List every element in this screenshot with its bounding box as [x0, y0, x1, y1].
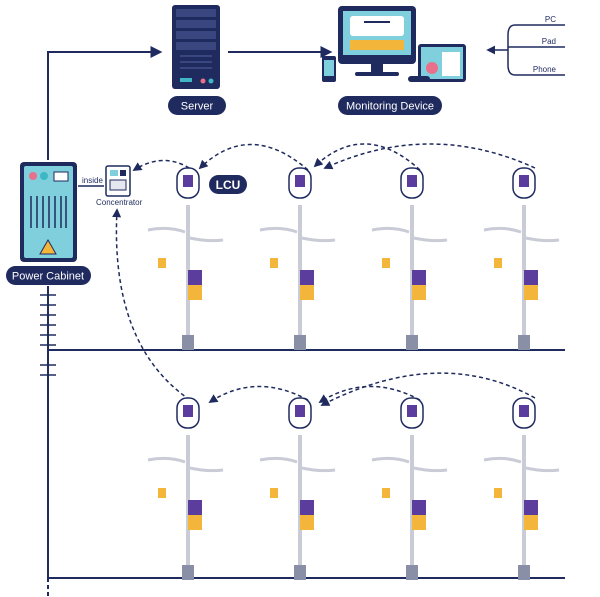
client-label-phone: Phone: [533, 65, 557, 74]
street-light: [483, 397, 560, 580]
street-light: [259, 167, 336, 350]
street-light: [147, 397, 224, 580]
street-light: [371, 167, 448, 350]
concentrator-icon: [105, 165, 131, 197]
client-label-pad: Pad: [542, 37, 556, 46]
inside-label: inside: [82, 176, 103, 185]
power-cabinet-icon: [20, 162, 77, 262]
street-light: [483, 167, 560, 350]
monitoring-device-label: Monitoring Device: [346, 101, 434, 113]
server-label-pill: [168, 96, 226, 115]
power-cabinet-label-pill: [6, 266, 91, 285]
client-label-pc: PC: [545, 15, 556, 24]
power-cabinet-label: Power Cabinet: [12, 271, 84, 283]
concentrator-label: Concentrator: [96, 198, 143, 207]
server-icon: [172, 5, 220, 89]
lcu-label-pill: [209, 175, 247, 194]
monitoring-device-label-pill: [338, 96, 442, 115]
street-light: [147, 167, 224, 350]
street-light: [259, 397, 336, 580]
client-links: [486, 24, 565, 76]
dashed-links: [112, 143, 536, 406]
cabinet-bus-ticks: [40, 294, 56, 376]
server-label: Server: [181, 101, 214, 113]
street-light: [371, 397, 448, 580]
monitoring-device-icon: [322, 6, 466, 82]
lcu-label: LCU: [216, 178, 241, 192]
